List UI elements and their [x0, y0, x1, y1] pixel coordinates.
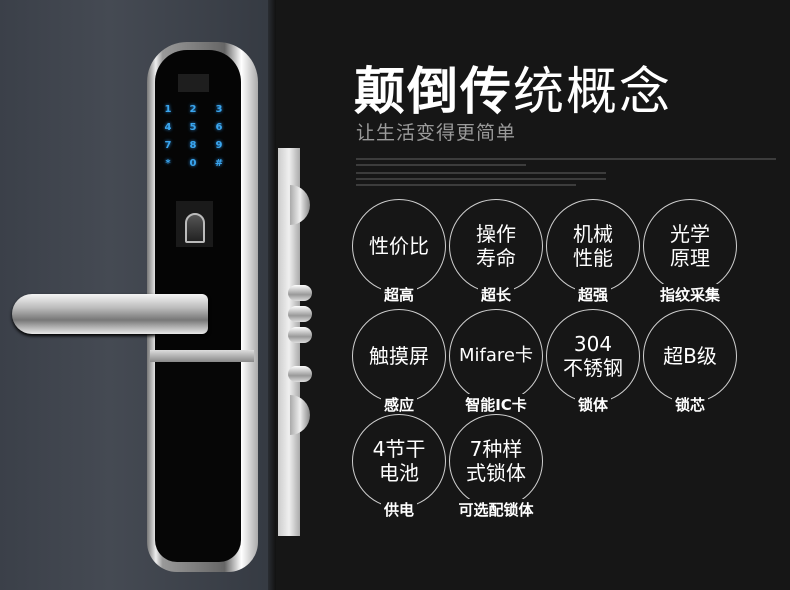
mortise-latch-top — [290, 185, 310, 225]
keypad-key: 5 — [189, 122, 197, 133]
keypad-key: 0 — [189, 158, 197, 169]
feature-text: Mifare卡 — [459, 345, 533, 366]
lock-display — [178, 74, 209, 92]
feature-circle: 4节干 电池 — [352, 414, 446, 508]
fine-print-line — [356, 184, 576, 186]
mortise-bolt — [288, 285, 312, 301]
keypad-key: 8 — [189, 140, 197, 151]
feature-text: 超B级 — [663, 344, 717, 368]
feature-label: 供电 — [380, 499, 418, 520]
lock-lower-panel — [155, 362, 241, 562]
feature-text: 304 不锈钢 — [563, 332, 623, 380]
feature-circle: 304 不锈钢 — [546, 309, 640, 403]
keypad-key: 4 — [164, 122, 172, 133]
keypad-key: 1 — [164, 104, 172, 115]
feature-label: 超高 — [380, 284, 418, 305]
feature-circle: 机械 性能 — [546, 199, 640, 293]
keypad-key: * — [165, 158, 171, 169]
keypad-key: 3 — [215, 104, 223, 115]
feature-label: 感应 — [380, 394, 418, 415]
feature-circle: 超B级 — [643, 309, 737, 403]
feature-text: 性价比 — [369, 234, 429, 258]
feature-circle: 7种样 式锁体 — [449, 414, 543, 508]
fine-print-line — [356, 178, 606, 180]
subtitle: 让生活变得更简单 — [356, 122, 517, 144]
keypad-key: 2 — [189, 104, 197, 115]
mortise-bolt — [288, 306, 312, 322]
headline: 颠倒传统概念 — [354, 50, 672, 124]
feature-text: 操作 寿命 — [476, 222, 516, 270]
feature-text: 机械 性能 — [573, 222, 613, 270]
feature-circle: Mifare卡 — [449, 309, 543, 403]
mortise-plate — [278, 148, 300, 536]
mortise-bolt — [288, 366, 312, 382]
feature-text: 光学 原理 — [670, 222, 710, 270]
headline-light: 统概念 — [513, 63, 673, 122]
feature-circle: 性价比 — [352, 199, 446, 293]
fine-print-line — [356, 164, 526, 166]
fingerprint-sensor — [176, 201, 213, 247]
fine-print-line — [356, 158, 776, 160]
feature-text: 触摸屏 — [369, 344, 429, 368]
feature-text: 4节干 电池 — [372, 437, 426, 485]
feature-label: 超长 — [477, 284, 515, 305]
keypad-key: # — [214, 158, 224, 169]
lock-chrome-band — [150, 350, 254, 362]
headline-bold: 颠倒传 — [354, 63, 514, 122]
feature-label: 可选配锁体 — [455, 499, 537, 520]
mortise-latch-bottom — [290, 395, 310, 435]
feature-label: 智能IC卡 — [462, 394, 530, 415]
door-edge — [268, 0, 276, 590]
keypad-key: 9 — [215, 140, 223, 151]
mortise-bolt — [288, 327, 312, 343]
keypad-key: 7 — [164, 140, 172, 151]
feature-label: 锁体 — [574, 394, 612, 415]
keypad-key: 6 — [215, 122, 223, 133]
feature-circle: 操作 寿命 — [449, 199, 543, 293]
feature-circle: 触摸屏 — [352, 309, 446, 403]
feature-text: 7种样 式锁体 — [466, 437, 526, 485]
feature-circle: 光学 原理 — [643, 199, 737, 293]
feature-label: 指纹采集 — [656, 284, 724, 305]
fine-print-line — [356, 172, 606, 174]
lock-handle — [12, 294, 208, 334]
feature-label: 超强 — [574, 284, 612, 305]
feature-label: 锁芯 — [671, 394, 709, 415]
